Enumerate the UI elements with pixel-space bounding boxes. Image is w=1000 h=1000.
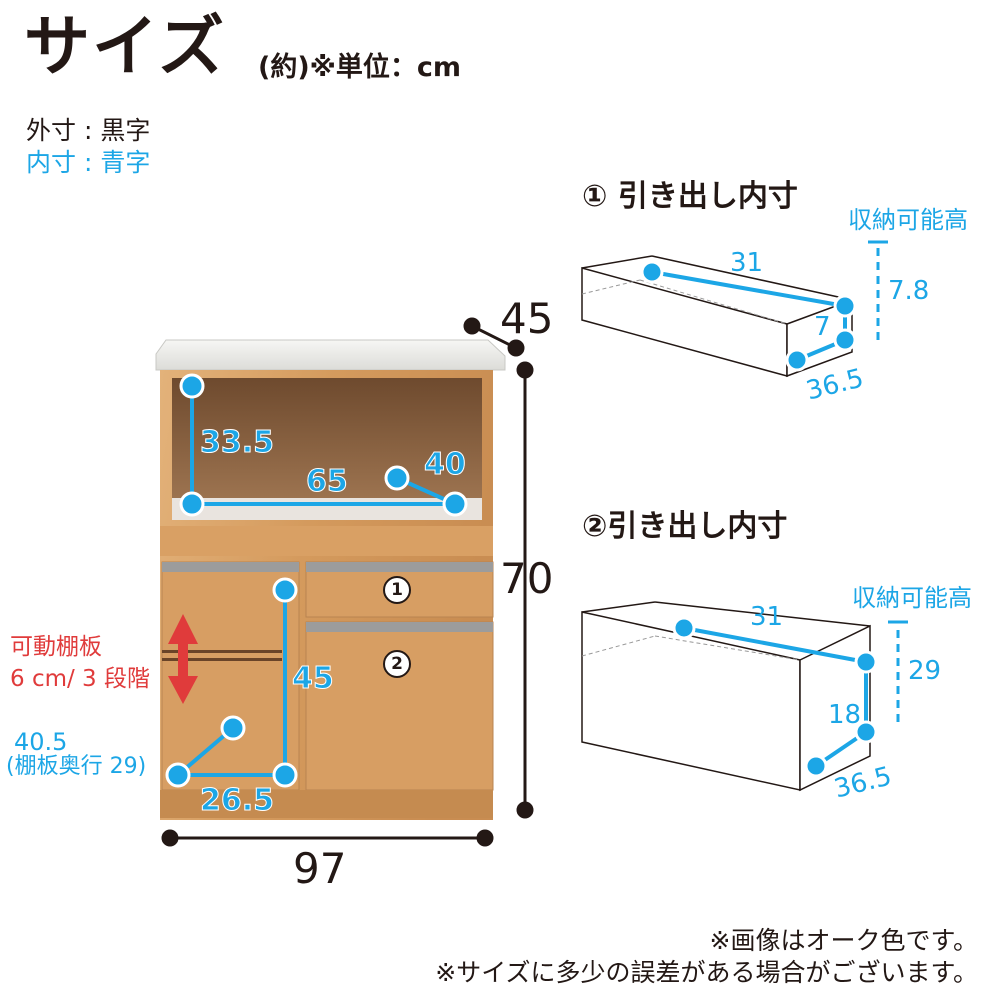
movable-shelf-label: 可動棚板 — [10, 634, 102, 660]
drawer-2-front — [305, 621, 494, 791]
countertop — [155, 339, 506, 371]
legend-inner: 内寸 : 青字 — [26, 148, 151, 177]
open-depth-label: 40 — [424, 447, 467, 482]
drawer-2-storable-height-label: 29 — [908, 656, 942, 686]
width-label: 97 — [293, 844, 347, 893]
drawer-2-height-label: 18 — [828, 700, 862, 730]
shelf-depth-label: 40.5 — [14, 728, 68, 756]
shelf-pin-holes — [162, 650, 282, 661]
note-tolerance: ※サイズに多少の誤差がある場合がございます。 — [435, 958, 978, 987]
movable-shelf-arrow — [168, 614, 198, 704]
drawer-1-width-label: 31 — [730, 248, 764, 278]
depth-label: 45 — [500, 294, 554, 343]
height-label: 70 — [500, 554, 554, 603]
drawer-1-diagram — [581, 255, 853, 378]
unit-note: (約)※単位：cm — [258, 52, 462, 83]
cabinet-inner-width-label: 26.5 — [199, 783, 275, 818]
drawer-2-storage-label: 収納可能高 — [852, 584, 972, 612]
note-color: ※画像はオーク色です。 — [709, 926, 978, 955]
drawer-1-storable-height-label: 7.8 — [888, 276, 930, 306]
legend-outer: 外寸 : 黒字 — [26, 116, 151, 145]
cabinet-inner-height-label: 45 — [292, 661, 335, 696]
drawer-2-title: ②引き出し内寸 — [582, 509, 788, 544]
shelf-depth-sub-label: (棚板奥行 29) — [6, 754, 147, 779]
drawer-1-title: ① 引き出し内寸 — [582, 179, 798, 214]
open-width-label: 65 — [306, 464, 349, 499]
drawer-1-marker: 1 — [383, 576, 411, 604]
drawer-1-storage-label: 収納可能高 — [848, 206, 968, 234]
drawer-2-diagram — [581, 601, 871, 792]
drawer-1-height-label: 7 — [814, 312, 831, 342]
movable-shelf-steps: 6 cm/ 3 段階 — [10, 666, 150, 692]
drawer-2-width-label: 31 — [750, 602, 784, 632]
page-title: サイズ — [24, 8, 227, 85]
open-height-label: 33.5 — [199, 425, 275, 460]
drawer-2-marker: 2 — [383, 650, 411, 678]
